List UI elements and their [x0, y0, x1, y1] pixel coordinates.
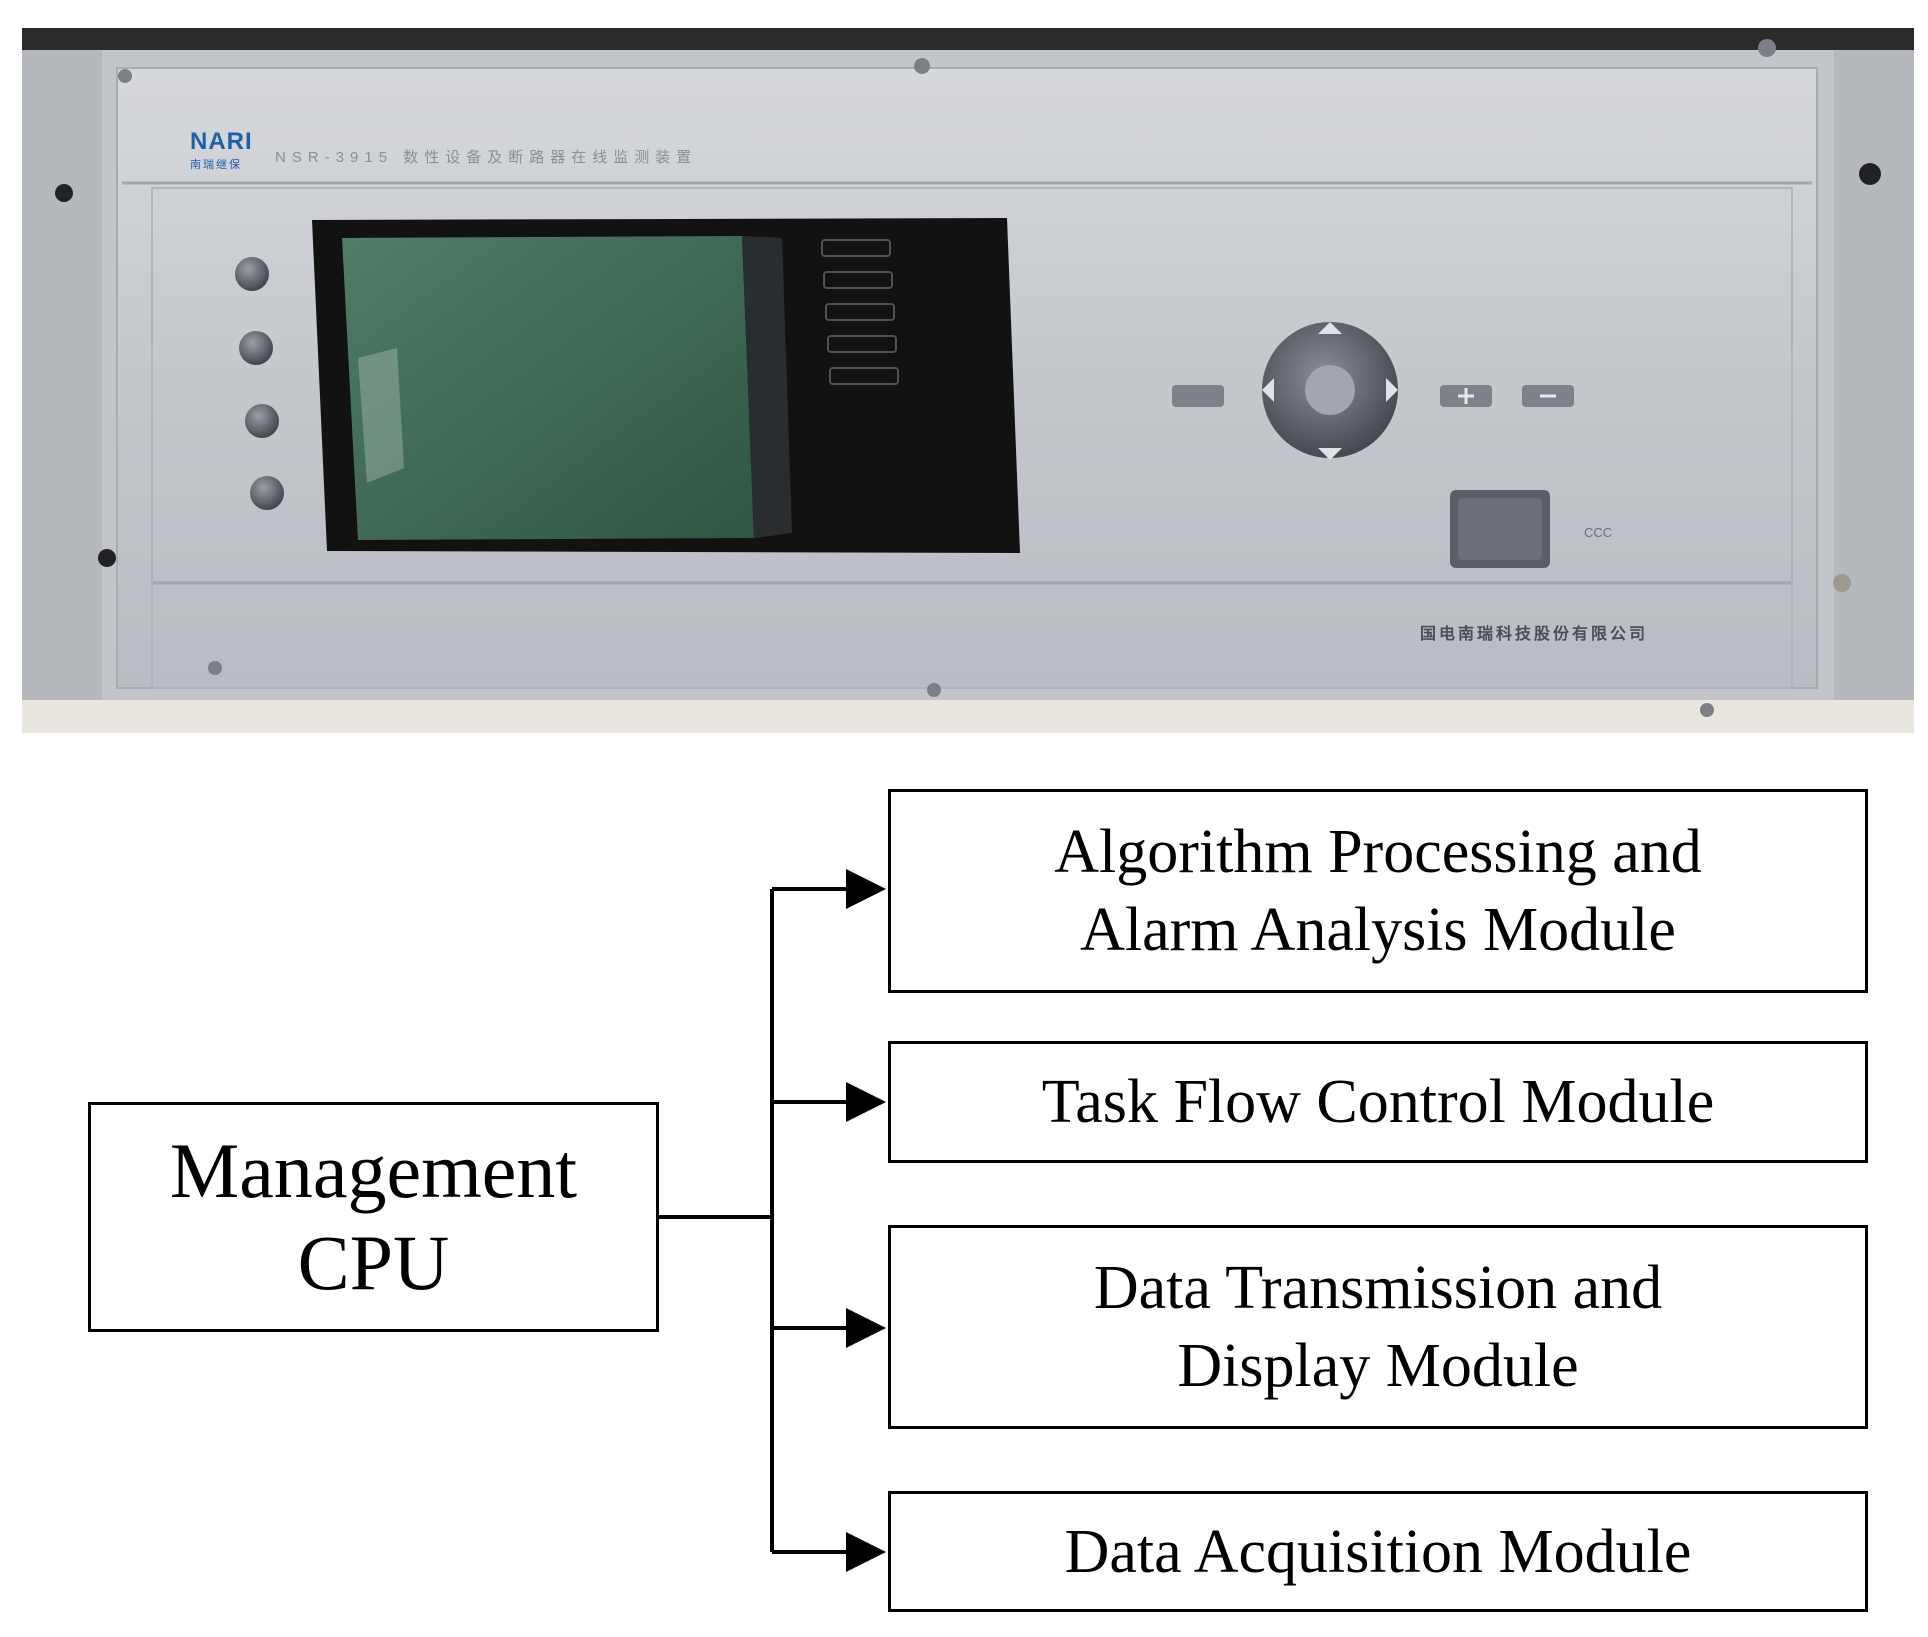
- mount-hole: [1859, 163, 1881, 185]
- acquisition-module-label: Data Acquisition Module: [1064, 1517, 1692, 1586]
- side-button: [245, 404, 279, 438]
- transmission-module-label: Data Transmission and Display Module: [1093, 1254, 1663, 1400]
- mount-hole: [55, 184, 73, 202]
- mount-hole: [1833, 574, 1851, 592]
- algorithm-module-box: Algorithm Processing and Alarm Analysis …: [888, 789, 1868, 993]
- management-cpu-box: Management CPU: [88, 1102, 659, 1332]
- brand-logo: NARI: [190, 128, 253, 155]
- brand-subtitle: 南瑞继保: [190, 159, 242, 171]
- device-photo: NARI 南瑞继保 NSR-3915 数性设备及断路器在线监测装置 CCC 国电…: [22, 28, 1914, 733]
- lcd-screen: [342, 236, 754, 540]
- manufacturer-label: 国电南瑞科技股份有限公司: [1420, 626, 1649, 643]
- acquisition-module-box: Data Acquisition Module: [888, 1491, 1868, 1612]
- algorithm-module-label: Algorithm Processing and Alarm Analysis …: [1054, 818, 1702, 964]
- task-flow-module-label: Task Flow Control Module: [1041, 1068, 1715, 1136]
- esc-key: [1172, 385, 1224, 407]
- side-button: [235, 257, 269, 291]
- certification-mark: CCC: [1584, 525, 1613, 540]
- transmission-module-box: Data Transmission and Display Module: [888, 1225, 1868, 1429]
- mount-hole: [98, 549, 116, 567]
- side-button: [250, 476, 284, 510]
- model-label: NSR-3915 数性设备及断路器在线监测装置: [275, 149, 698, 166]
- side-button: [239, 331, 273, 365]
- task-flow-module-box: Task Flow Control Module: [888, 1041, 1868, 1163]
- device-front-panel: [22, 28, 1914, 733]
- management-cpu-label: Management CPU: [169, 1127, 578, 1306]
